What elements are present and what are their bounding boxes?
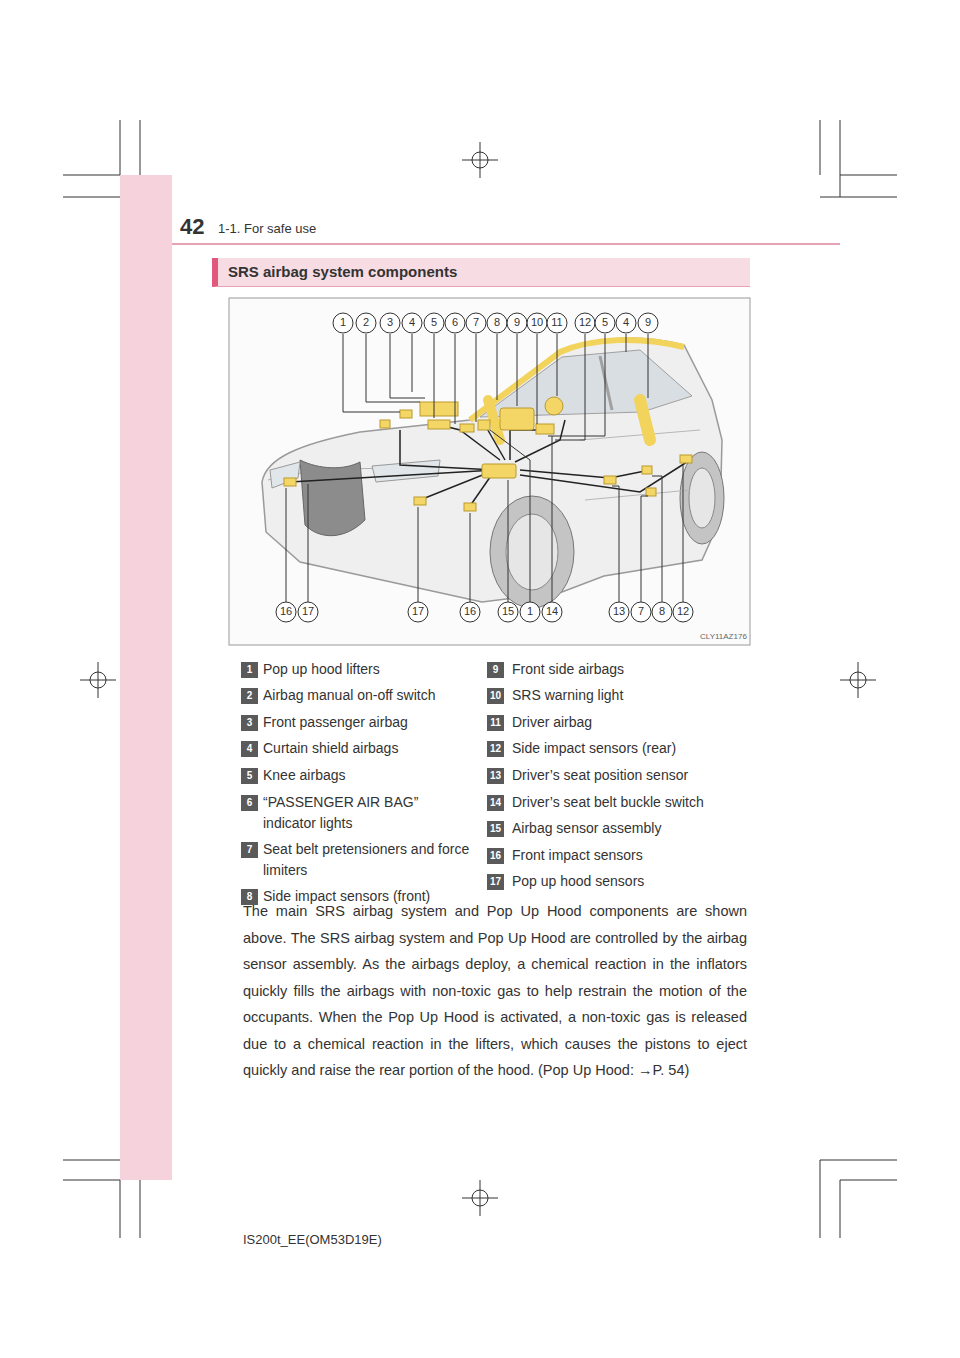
section-heading: SRS airbag system components [228, 263, 740, 281]
chapter-header: 1-1. For safe use [218, 221, 418, 237]
list-number: 6 [241, 795, 258, 811]
callout-number: 5 [595, 315, 615, 329]
figure-code: CLY11AZ176 [700, 631, 748, 642]
list-item-text: Driver airbag [512, 712, 748, 733]
page-number: 42 [180, 214, 220, 239]
list-item-text: Driver’s seat position sensor [512, 765, 748, 786]
car-illustration [262, 338, 724, 608]
list-item-text: Airbag manual on-off switch [263, 685, 475, 706]
list-number: 9 [487, 662, 504, 678]
list-number: 2 [241, 688, 258, 704]
list-number: 3 [241, 715, 258, 731]
list-item-text: Pop up hood lifters [263, 659, 475, 680]
list-number: 13 [487, 768, 504, 784]
list-item-text: Side impact sensors (rear) [512, 738, 748, 759]
list-item-text: SRS warning light [512, 685, 748, 706]
list-number: 17 [487, 874, 504, 890]
callout-number: 2 [356, 315, 376, 329]
callout-number: 16 [460, 604, 480, 618]
callout-number: 9 [507, 315, 527, 329]
list-item-text: Front side airbags [512, 659, 748, 680]
callout-number: 16 [276, 604, 296, 618]
registration-marks [80, 142, 876, 1216]
callout-number: 12 [673, 604, 693, 618]
list-item-text: Driver’s seat belt buckle switch [512, 792, 748, 813]
list-number: 11 [487, 715, 504, 731]
callout-circles [276, 313, 693, 622]
list-number: 14 [487, 795, 504, 811]
document-code: IS200t_EE(OM53D19E) [243, 1232, 443, 1248]
list-number: 16 [487, 848, 504, 864]
list-number: 8 [241, 889, 258, 905]
callout-number: 13 [609, 604, 629, 618]
list-item-text: “PASSENGER AIR BAG” indicator lights [263, 792, 475, 834]
list-item-text: Pop up hood sensors [512, 871, 748, 892]
list-number: 4 [241, 741, 258, 757]
list-number: 15 [487, 821, 504, 837]
crop-marks [63, 120, 897, 1238]
callout-number: 17 [408, 604, 428, 618]
callout-number: 4 [616, 315, 636, 329]
callout-number: 8 [487, 315, 507, 329]
callout-number: 17 [298, 604, 318, 618]
callout-number: 8 [652, 604, 672, 618]
list-item-text: Knee airbags [263, 765, 475, 786]
callout-number: 7 [631, 604, 651, 618]
list-item-text: Curtain shield airbags [263, 738, 475, 759]
leader-lines [286, 334, 683, 602]
list-number: 10 [487, 688, 504, 704]
callout-number: 3 [380, 315, 400, 329]
illustration-frame [229, 298, 750, 645]
callout-number: 10 [527, 315, 547, 329]
list-item-text: Airbag sensor assembly [512, 818, 748, 839]
list-number: 5 [241, 768, 258, 784]
callout-number: 9 [638, 315, 658, 329]
list-item-text: Seat belt pretensioners and force limite… [263, 839, 475, 881]
callout-number: 7 [466, 315, 486, 329]
list-number: 12 [487, 741, 504, 757]
list-number: 7 [241, 842, 258, 858]
callout-number: 1 [333, 315, 353, 329]
list-item-text: Front impact sensors [512, 845, 748, 866]
side-band [120, 175, 172, 1180]
header-rule [172, 243, 840, 245]
callout-number: 6 [445, 315, 465, 329]
callout-number: 5 [424, 315, 444, 329]
list-number: 1 [241, 662, 258, 678]
callout-number: 14 [542, 604, 562, 618]
callout-number: 1 [520, 604, 540, 618]
callout-number: 12 [575, 315, 595, 329]
body-paragraph: The main SRS airbag system and Pop Up Ho… [243, 898, 747, 1084]
section-heading-band: SRS airbag system components [212, 258, 750, 287]
callout-number: 4 [402, 315, 422, 329]
list-item-text: Front passenger airbag [263, 712, 475, 733]
callout-number: 11 [547, 315, 567, 329]
callout-number: 15 [498, 604, 518, 618]
